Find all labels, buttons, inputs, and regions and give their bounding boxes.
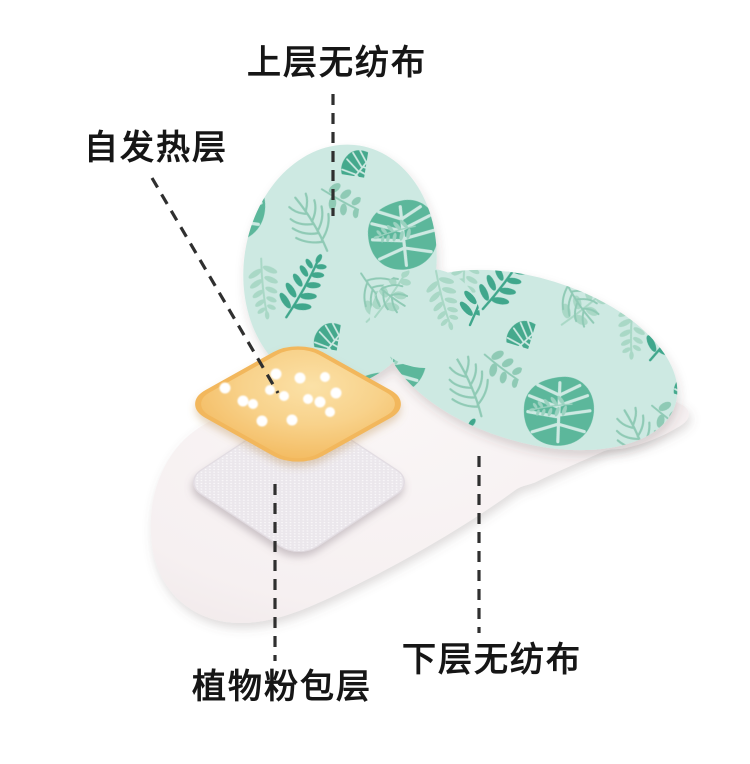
self-heating-layer-graphic <box>195 346 401 462</box>
leader-line-self-heating <box>150 177 280 394</box>
top-nonwoven-layer-graphic <box>243 144 678 451</box>
label-plant-powder-pack-layer: 植物粉包层 <box>192 668 372 706</box>
label-top-nonwoven-fabric: 上层无纺布 <box>247 44 427 82</box>
powder-pack-layer-graphic <box>193 412 405 552</box>
label-self-heating-layer: 自发热层 <box>84 129 228 167</box>
label-bottom-nonwoven-fabric: 下层无纺布 <box>402 641 582 679</box>
heating-granule-dots <box>219 368 342 427</box>
